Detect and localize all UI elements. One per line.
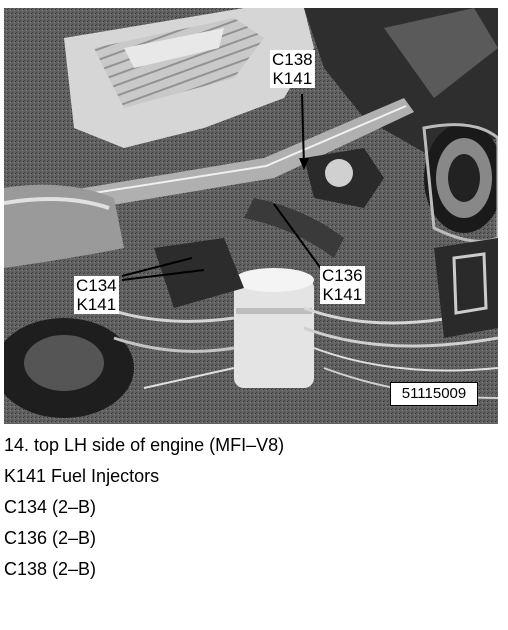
figure-caption: 14. top LH side of engine (MFI–V8) K141 … [4,430,504,585]
engine-photo [4,8,498,424]
leader-line-c138 [301,93,305,167]
caption-line-c138: C138 (2–B) [4,559,97,579]
leader-line-c134 [121,257,193,277]
callout-c134: C134 K141 [74,276,119,314]
caption-line-c134: C134 (2–B) [4,497,97,517]
callout-component-label: K141 [322,285,363,304]
callout-connector-label: C136 [322,266,363,285]
caption-line-c136: C136 (2–B) [4,528,97,548]
callout-connector-label: C134 [76,276,117,295]
callout-c138: C138 K141 [270,50,315,88]
callout-c136: C136 K141 [320,266,365,304]
caption-line-k141: K141 Fuel Injectors [4,466,160,486]
caption-title: 14. top LH side of engine (MFI–V8) [4,435,285,455]
callout-connector-label: C138 [272,50,313,69]
leader-line-c136 [273,203,323,271]
callout-component-label: K141 [272,69,313,88]
figure-number: 51115009 [390,382,478,406]
callout-component-label: K141 [76,295,117,314]
